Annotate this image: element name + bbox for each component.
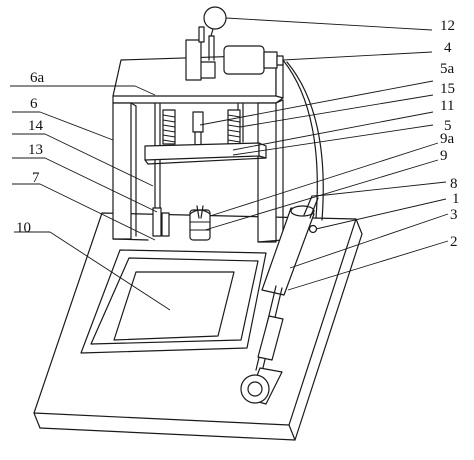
right-spring [227,109,241,145]
cylinder-assembly [240,194,327,405]
label-9a: 9a [440,131,455,147]
label-3: 3 [450,207,458,223]
label-14: 14 [28,118,44,134]
label-13: 13 [28,142,43,158]
label-15: 15 [440,81,455,97]
lower-components [152,205,211,241]
motor-cap [263,51,278,69]
label-10: 10 [16,220,31,236]
reference-labels: 12 4 6a 5a 15 6 11 5 14 9a 13 9 7 8 1 3 … [16,18,460,250]
label-11: 11 [440,98,454,114]
gauge-dial [203,6,227,30]
label-7: 7 [32,170,40,186]
label-4: 4 [444,40,452,56]
springs [162,109,241,145]
cutter-block [189,205,211,241]
roller [240,367,283,405]
left-spring [162,109,176,145]
leader-lines [10,17,449,311]
label-1: 1 [452,191,460,207]
label-12: 12 [440,18,455,34]
top-assembly [185,6,284,81]
label-6: 6 [30,96,38,112]
moving-plate [144,142,267,165]
label-5a: 5a [440,61,455,77]
label-5: 5 [444,118,452,134]
label-9: 9 [440,148,448,164]
punch-head [192,111,204,147]
motor-body [223,45,265,75]
label-8: 8 [450,176,458,192]
label-6a: 6a [30,70,45,86]
tray [80,249,267,354]
label-2: 2 [450,234,458,250]
